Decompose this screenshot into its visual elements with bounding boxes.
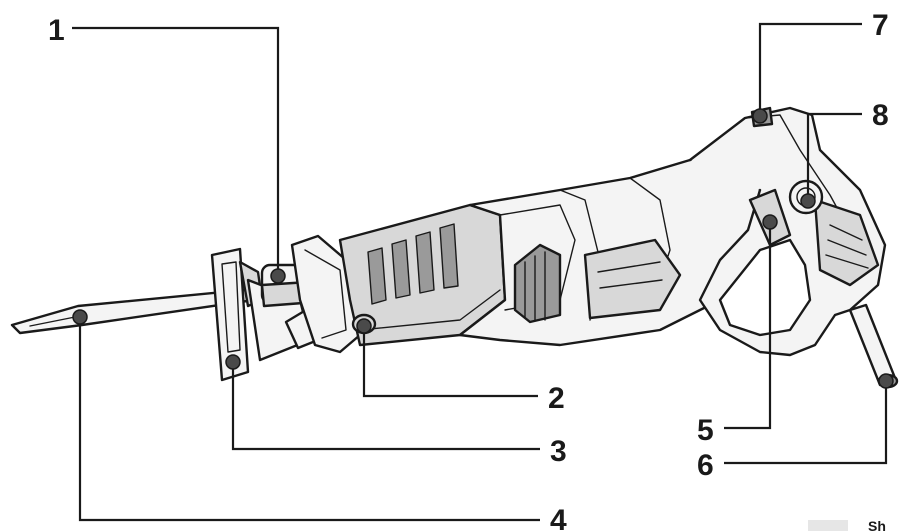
leader-line-5: [724, 222, 772, 430]
callout-dot-8: [800, 193, 816, 209]
callout-label-4: 4: [550, 504, 567, 531]
callout-label-3: 3: [550, 435, 567, 468]
corner-fragment: Sh: [808, 518, 886, 531]
leader-line-6: [724, 381, 888, 465]
callout-label-7: 7: [872, 9, 889, 42]
leader-line-8: [806, 112, 862, 201]
callout-dot-7: [752, 108, 768, 124]
callout-dot-6: [878, 373, 894, 389]
callout-dot-2: [356, 318, 372, 334]
callout-label-6: 6: [697, 449, 714, 482]
saw-illustration: [10, 106, 899, 389]
motor-housing: [458, 148, 762, 347]
corner-text: Sh: [868, 518, 886, 531]
callout-dot-3: [225, 354, 241, 370]
leader-line-7: [758, 22, 862, 116]
front-grip: [338, 203, 507, 347]
leader-line-4: [78, 317, 540, 522]
rear-handle: [688, 106, 887, 357]
callout-dot-1: [270, 268, 286, 284]
callout-label-1: 1: [48, 14, 65, 47]
callout-label-5: 5: [697, 414, 714, 447]
callout-dot-5: [762, 214, 778, 230]
leader-line-1: [72, 26, 280, 276]
callout-label-8: 8: [872, 99, 889, 132]
callout-dot-4: [72, 309, 88, 325]
callouts: 1 2 3 4 5 6 7 8: [48, 9, 894, 531]
leader-line-3: [231, 362, 540, 451]
leader-line-2: [362, 326, 538, 398]
callout-label-2: 2: [548, 382, 565, 415]
